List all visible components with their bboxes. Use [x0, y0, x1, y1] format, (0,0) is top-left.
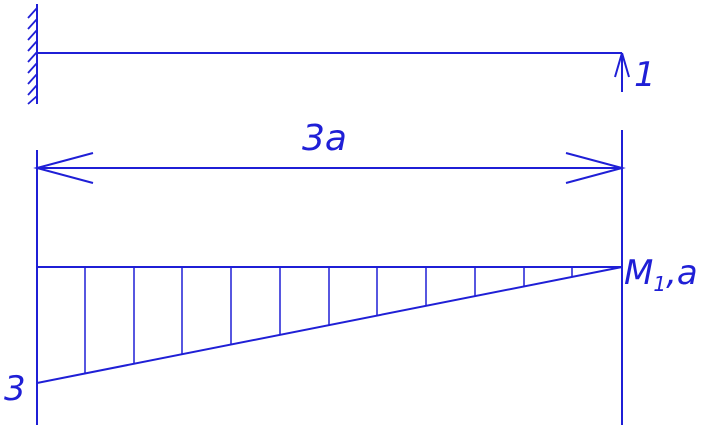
diagram-label-main: M [624, 253, 653, 293]
length-label: 3a [302, 118, 347, 159]
dimension-arrow-right [565, 152, 626, 184]
load-arrow [614, 52, 630, 92]
diagram-hatching [84, 267, 573, 374]
dimension-line [33, 130, 626, 425]
fixed-support [27, 4, 38, 105]
load-label: 1 [634, 55, 656, 95]
moment-diagram [36, 266, 623, 384]
dimension-arrow-left [33, 152, 94, 184]
diagram-label-suffix: ,a [666, 253, 698, 293]
support-hatching [27, 7, 38, 105]
max-value-label: 3 [4, 369, 26, 409]
diagram-label: M1,a [624, 253, 698, 296]
diagram-label-subscript: 1 [653, 272, 666, 296]
